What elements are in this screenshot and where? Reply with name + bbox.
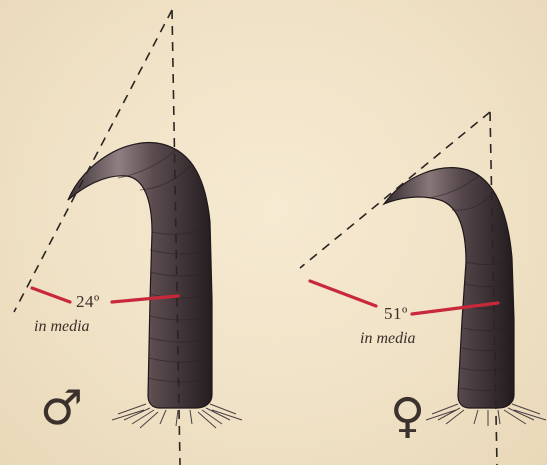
female-symbol-icon: ♀ [390, 392, 425, 440]
male-angle-caption: in media [34, 318, 90, 336]
male-angle-value: 24º [76, 292, 100, 312]
female-measure-left [310, 281, 376, 306]
male-symbol-icon: ♂ [40, 384, 83, 432]
measure-lines [32, 281, 498, 314]
male-measure-left [32, 288, 70, 302]
male-horn [68, 143, 242, 428]
female-angle-value: 51º [384, 304, 408, 324]
female-angle-caption: in media [360, 330, 416, 348]
